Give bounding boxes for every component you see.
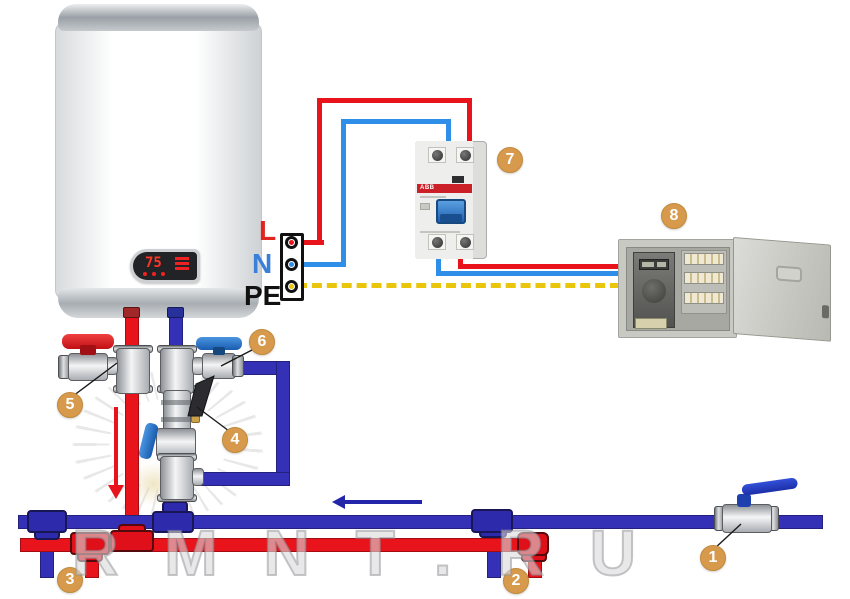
meter-register-2 <box>657 262 666 267</box>
watermark-text: RMNT.RU <box>71 516 682 590</box>
badge-8: 8 <box>661 203 687 229</box>
rcd-red-band: ABB <box>417 184 472 193</box>
cold-loop-pipe-right <box>276 361 290 486</box>
cold-flow-arrow-head <box>332 495 345 509</box>
neutral-wire-out-seg2 <box>436 271 620 276</box>
hot-flow-arrow-head <box>108 485 124 499</box>
valve-6-handle-stem <box>213 347 225 355</box>
breaker-row-3 <box>684 292 724 304</box>
neutral-wire-seg4 <box>446 119 451 143</box>
meter-display <box>639 259 669 270</box>
badge-1: 1 <box>700 545 726 571</box>
distribution-panel-box <box>618 239 737 338</box>
door-latch-plate <box>776 265 802 283</box>
rcd-print-1 <box>420 196 446 198</box>
cold-loop-pipe-bottom <box>197 472 290 486</box>
badge-6: 6 <box>249 329 275 355</box>
line-wire-out-seg2 <box>458 264 620 269</box>
badge-5: 5 <box>57 392 83 418</box>
door-handle <box>822 305 829 319</box>
cold-flow-arrow-shaft <box>344 500 422 504</box>
valve-6-blue-handle <box>196 337 242 350</box>
panel-door <box>733 237 831 342</box>
heater-hot-stub <box>123 307 140 318</box>
safety-valve-band-2 <box>161 417 193 422</box>
neutral-wire-seg3 <box>341 119 451 124</box>
terminal-pe-dot <box>289 284 294 289</box>
valve-1-handle <box>741 477 799 496</box>
heater-top-cap <box>58 4 259 31</box>
panel-label-strip <box>635 318 667 329</box>
rcd-print-2 <box>420 231 460 233</box>
breaker-row-2 <box>684 272 724 284</box>
rcd-screw-bottom-left <box>432 237 443 248</box>
line-wire-seg2 <box>317 98 322 245</box>
hot-riser-tee <box>110 530 154 552</box>
display-dot-1 <box>143 272 147 276</box>
label-neutral: N <box>252 248 273 279</box>
rcd-window <box>452 176 464 183</box>
display-dot-2 <box>152 272 156 276</box>
meter-dial <box>642 279 666 303</box>
badge-3: 3 <box>57 567 83 593</box>
hot-tee-5 <box>116 348 150 394</box>
cold-riser-upper <box>169 316 183 352</box>
cold-tee-6 <box>160 348 194 394</box>
neutral-wire-out-seg1 <box>436 257 441 276</box>
valve-5-handle-stem <box>80 345 96 355</box>
cold-water-main <box>18 515 823 529</box>
cold-tee-2 <box>471 509 513 533</box>
display-bar-3 <box>175 267 189 270</box>
label-earth: PE <box>244 280 282 311</box>
neutral-wire-seg2 <box>341 119 346 267</box>
neutral-wire-seg1 <box>295 262 346 267</box>
rcd-toggle-notch <box>440 214 462 222</box>
earth-wire-dashed <box>297 283 620 288</box>
heater-cold-stub <box>167 307 184 318</box>
breaker-row-1 <box>684 253 724 265</box>
cold-riser-tee <box>152 511 194 533</box>
line-wire-seg3 <box>317 98 472 103</box>
heater-display-value: 75 <box>145 255 162 271</box>
electric-meter <box>633 252 675 328</box>
water-heater: 75 <box>55 4 262 318</box>
cold-tee-left <box>27 510 67 533</box>
heater-bottom-rim <box>58 288 259 318</box>
hot-tee-left <box>70 532 110 555</box>
rcd-screw-top-left <box>432 150 443 161</box>
badge-7: 7 <box>497 147 523 173</box>
valve-6-nut <box>232 355 244 377</box>
rcd-screw-top-right <box>460 150 471 161</box>
safety-valve-lever <box>187 375 215 417</box>
valve-5-body <box>68 353 108 381</box>
display-bar-2 <box>175 262 189 265</box>
valve-1-handle-pivot <box>737 494 751 507</box>
line-wire-seg4 <box>467 98 472 143</box>
line-wire-out-seg1 <box>458 257 463 269</box>
terminal-n-dot <box>289 262 294 267</box>
badge-2: 2 <box>503 568 529 594</box>
terminal-l-dot <box>289 240 294 245</box>
rcd-breaker: ABB <box>415 141 487 259</box>
line-wire-seg1 <box>295 240 324 245</box>
rcd-test-button <box>420 203 430 210</box>
rcd-screw-bottom-right <box>460 237 471 248</box>
hot-flow-arrow-shaft <box>114 407 118 487</box>
rcd-brand-text: ABB <box>420 185 435 191</box>
display-bar-1 <box>175 257 189 260</box>
chain-bottom-tee <box>160 456 194 500</box>
meter-register-1 <box>642 262 654 267</box>
chain-bottom-outlet <box>192 468 204 486</box>
hot-elbow <box>517 532 549 556</box>
valve-5-red-handle <box>62 334 114 349</box>
hot-riser-lower <box>125 392 139 540</box>
valve-1-body <box>722 504 772 533</box>
safety-valve-band-1 <box>161 400 193 405</box>
display-dot-3 <box>161 272 165 276</box>
label-line: L <box>259 215 277 246</box>
hot-riser-upper <box>125 316 139 350</box>
badge-4: 4 <box>222 427 248 453</box>
